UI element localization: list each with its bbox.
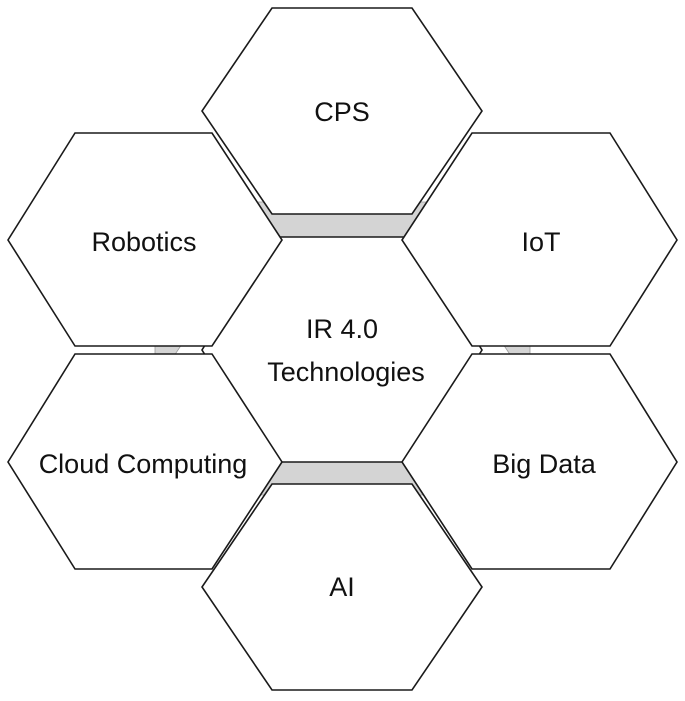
center-label-line1: IR 4.0: [306, 314, 378, 344]
cloud-computing-hexagon: [7, 353, 283, 570]
iot-hexagon: [401, 132, 678, 347]
robotics-label: Robotics: [91, 227, 196, 257]
iot-label: IoT: [521, 227, 560, 257]
cps-label: CPS: [314, 97, 370, 127]
center-label-line2: Technologies: [267, 357, 425, 387]
ai-hexagon: [201, 483, 483, 691]
cps-hexagon: [201, 7, 483, 215]
big-data-label: Big Data: [492, 449, 597, 479]
robotics-hexagon: [7, 132, 283, 347]
ai-label: AI: [329, 572, 355, 602]
cloud-computing-label: Cloud Computing: [39, 449, 248, 479]
big-data-hexagon: [401, 353, 678, 570]
